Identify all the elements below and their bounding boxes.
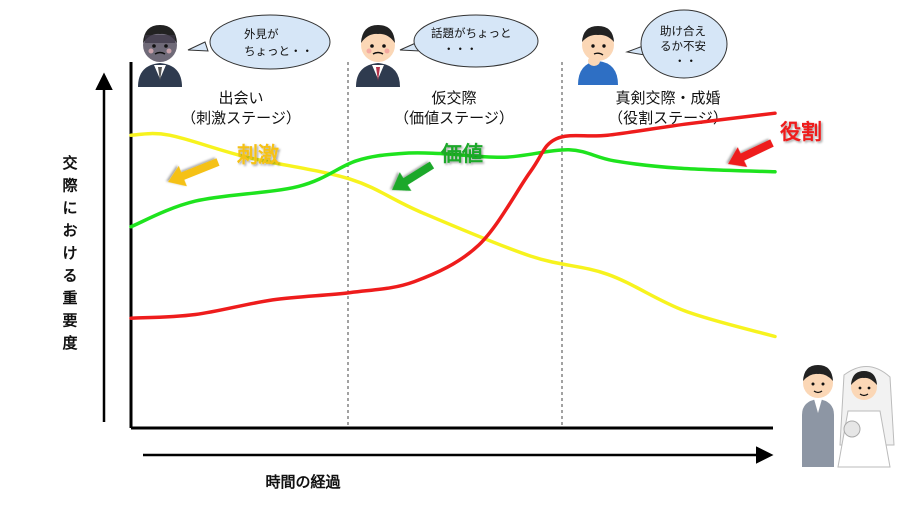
- curves-layer: [129, 111, 777, 339]
- stimulus-pointer-arrow: [168, 158, 220, 187]
- businessman-icon: [138, 25, 182, 87]
- bubble-2-line-1: 話題がちょっと: [431, 26, 512, 40]
- phase-1-sub: （刺激ステージ）: [181, 109, 301, 127]
- role-pointer-arrow: [728, 139, 774, 168]
- curve-labels-layer: 刺激 価値 役割: [237, 120, 822, 167]
- stimulus-label: 刺激: [237, 143, 279, 167]
- curve-label-pointers: [168, 139, 774, 191]
- value-label: 価値: [440, 142, 483, 166]
- businessman-icon: [356, 25, 400, 87]
- speech-bubble-2: 話題がちょっと ・・・: [399, 14, 539, 68]
- role-curve: [129, 111, 777, 320]
- phase-3-name: 真剣交際・成婚: [615, 89, 720, 107]
- x-axis-title: 時間の経過: [265, 473, 341, 491]
- bubble-2-line-2: ・・・: [443, 42, 478, 56]
- phase-2-sub: （価値ステージ）: [394, 109, 514, 127]
- bubble-1-line-2: ちょっと・・: [244, 44, 313, 58]
- bubble-3-line-3: ・・: [674, 54, 697, 68]
- stimulus-curve: [129, 131, 777, 339]
- speech-bubble-1: 外見が ちょっと・・: [187, 14, 331, 70]
- phase-2-name: 仮交際: [431, 89, 476, 107]
- bubble-3-line-2: るか不安: [660, 39, 706, 53]
- bubble-1-line-1: 外見が: [244, 27, 279, 41]
- thinking-man-icon: [578, 26, 618, 85]
- y-axis-title: 交際における重要度: [62, 154, 78, 352]
- bubble-3-line-1: 助け合え: [660, 24, 706, 38]
- speech-bubble-3: 助け合え るか不安 ・・: [625, 9, 728, 79]
- phase-3-sub: （役割ステージ）: [608, 109, 728, 127]
- bride-groom-icon: [802, 365, 895, 468]
- value-curve: [129, 148, 777, 229]
- value-pointer-arrow: [392, 161, 435, 191]
- role-label: 役割: [780, 120, 822, 144]
- phase-1-name: 出会い: [218, 89, 263, 107]
